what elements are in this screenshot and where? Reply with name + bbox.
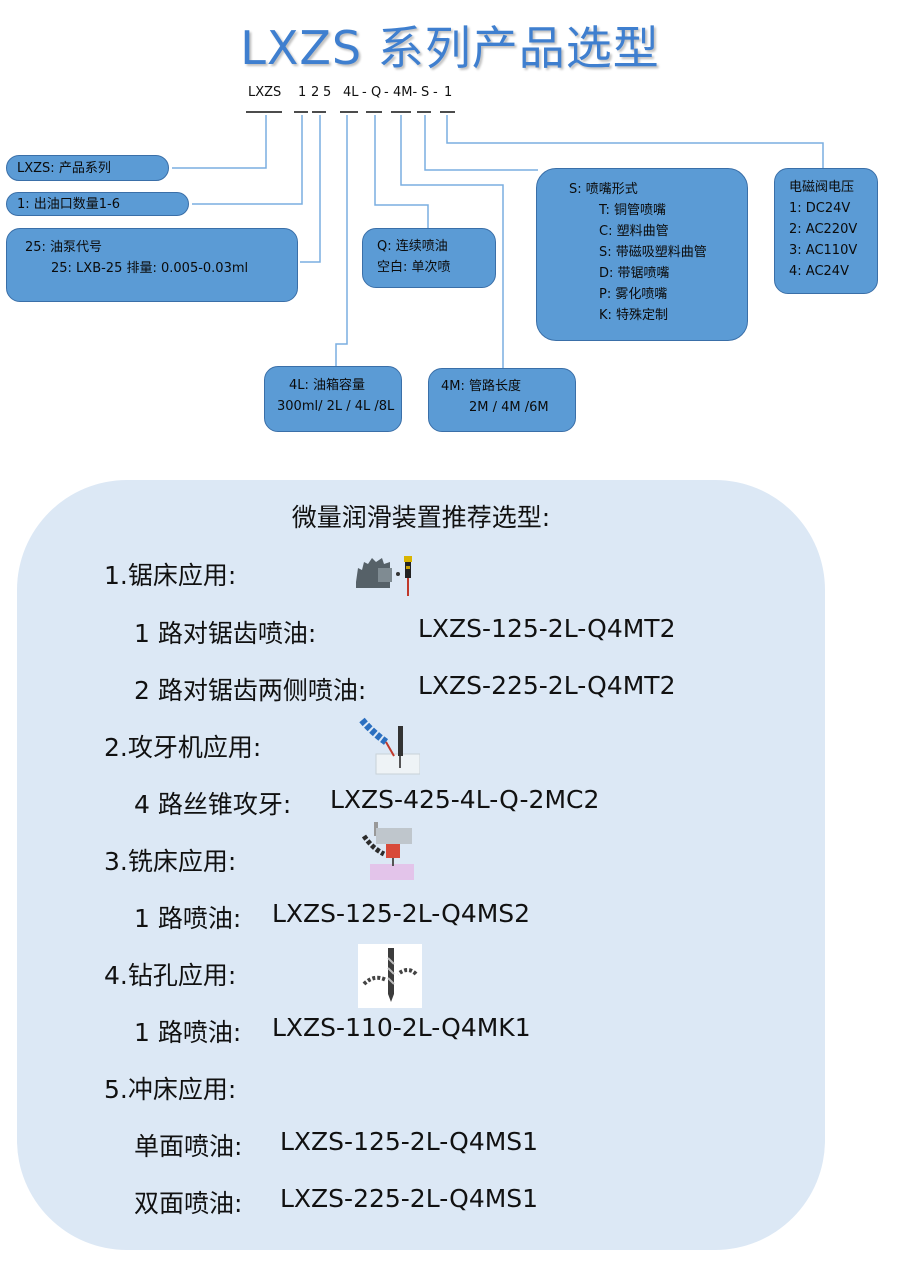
box-voltage-title: 电磁阀电压 bbox=[789, 180, 855, 195]
code-mode: Q bbox=[371, 85, 382, 100]
recommend-title: 微量润滑装置推荐选型: bbox=[291, 503, 551, 532]
code-pipe: 4M- bbox=[393, 85, 418, 100]
punch-row-1-label: 单面喷油: bbox=[134, 1132, 243, 1161]
box-tank-line: 300ml/ 2L / 4L /8L bbox=[277, 399, 395, 414]
milling-icon bbox=[361, 822, 414, 880]
saw-row-2-label: 2 路对锯齿两侧喷油: bbox=[134, 676, 367, 705]
code-pump-b: 5 bbox=[323, 85, 332, 100]
tapping-icon bbox=[359, 717, 420, 775]
recommend-panel bbox=[17, 480, 825, 1250]
punch-row-2-label: 双面喷油: bbox=[134, 1189, 243, 1218]
box-nozzle-item-k: K: 特殊定制 bbox=[599, 308, 669, 323]
saw-row-1-label: 1 路对锯齿喷油: bbox=[134, 619, 317, 648]
box-nozzle-item-s: S: 带磁吸塑料曲管 bbox=[599, 245, 707, 260]
box-outlets-text: 1: 出油口数量1-6 bbox=[17, 197, 121, 212]
tapping-row-1-model: LXZS-425-4L-Q-2MC2 bbox=[330, 785, 600, 814]
box-voltage-item-1: 1: DC24V bbox=[789, 201, 851, 216]
box-pipe: 4M: 管路长度 2M / 4M /6M bbox=[428, 368, 576, 432]
connector-lines bbox=[172, 111, 824, 368]
code-dash-2: - bbox=[384, 85, 389, 100]
box-series: LXZS: 产品系列 bbox=[6, 155, 169, 181]
box-mode: Q: 连续喷油 空白: 单次喷 bbox=[362, 228, 496, 288]
milling-row-1-model: LXZS-125-2L-Q4MS2 bbox=[272, 899, 531, 928]
box-voltage-item-2: 2: AC220V bbox=[789, 222, 858, 237]
box-nozzle-item-c: C: 塑料曲管 bbox=[599, 224, 669, 239]
section-tapping-heading: 2.攻牙机应用: bbox=[104, 733, 262, 762]
box-nozzle-item-d: D: 带锯喷嘴 bbox=[599, 266, 670, 281]
code-pump-a: 2 bbox=[311, 85, 320, 100]
section-saw-heading: 1.锯床应用: bbox=[104, 561, 237, 590]
drill-icon bbox=[358, 944, 422, 1008]
drill-row-1-label: 1 路喷油: bbox=[134, 1018, 242, 1047]
box-nozzle-title: S: 喷嘴形式 bbox=[569, 182, 638, 197]
box-voltage-item-4: 4: AC24V bbox=[789, 264, 849, 279]
code-voltage: 1 bbox=[444, 85, 453, 100]
box-tank-title: 4L: 油箱容量 bbox=[289, 378, 366, 393]
box-pump: 25: 油泵代号 25: LXB-25 排量: 0.005-0.03ml bbox=[6, 228, 298, 302]
punch-row-1-model: LXZS-125-2L-Q4MS1 bbox=[280, 1127, 539, 1156]
drill-row-1-model: LXZS-110-2L-Q4MK1 bbox=[272, 1013, 531, 1042]
code-dash-3: - bbox=[433, 85, 438, 100]
box-outlets: 1: 出油口数量1-6 bbox=[6, 192, 189, 216]
box-nozzle: S: 喷嘴形式 T: 铜管喷嘴 C: 塑料曲管 S: 带磁吸塑料曲管 D: 带锯… bbox=[536, 168, 748, 341]
saw-row-1-model: LXZS-125-2L-Q4MT2 bbox=[418, 614, 676, 643]
box-tank: 4L: 油箱容量 300ml/ 2L / 4L /8L bbox=[264, 366, 402, 432]
box-pump-line: 25: LXB-25 排量: 0.005-0.03ml bbox=[51, 261, 249, 276]
box-nozzle-item-t: T: 铜管喷嘴 bbox=[599, 203, 667, 218]
box-pipe-title: 4M: 管路长度 bbox=[441, 379, 521, 394]
section-drill-heading: 4.钻孔应用: bbox=[104, 961, 237, 990]
saw-icon bbox=[356, 556, 412, 596]
code-dash-1: - bbox=[362, 85, 367, 100]
section-punch-heading: 5.冲床应用: bbox=[104, 1075, 237, 1104]
code-series: LXZS bbox=[248, 85, 282, 100]
box-mode-line: 空白: 单次喷 bbox=[377, 260, 451, 275]
section-milling-heading: 3.铣床应用: bbox=[104, 847, 237, 876]
page-title: LXZS 系列产品选型 bbox=[240, 21, 660, 75]
saw-row-2-model: LXZS-225-2L-Q4MT2 bbox=[418, 671, 676, 700]
code-outlets: 1 bbox=[298, 85, 307, 100]
code-nozzle: S bbox=[421, 85, 430, 100]
box-series-text: LXZS: 产品系列 bbox=[17, 161, 111, 176]
milling-row-1-label: 1 路喷油: bbox=[134, 904, 242, 933]
box-pump-title: 25: 油泵代号 bbox=[25, 240, 103, 255]
tapping-row-1-label: 4 路丝锥攻牙: bbox=[134, 790, 292, 819]
box-pipe-line: 2M / 4M /6M bbox=[469, 400, 549, 415]
box-voltage-item-3: 3: AC110V bbox=[789, 243, 858, 258]
code-tank: 4L bbox=[343, 85, 359, 100]
box-voltage: 电磁阀电压 1: DC24V 2: AC220V 3: AC110V 4: AC… bbox=[774, 168, 878, 294]
punch-row-2-model: LXZS-225-2L-Q4MS1 bbox=[280, 1184, 539, 1213]
box-mode-title: Q: 连续喷油 bbox=[377, 239, 448, 254]
box-nozzle-item-p: P: 雾化喷嘴 bbox=[599, 287, 668, 302]
